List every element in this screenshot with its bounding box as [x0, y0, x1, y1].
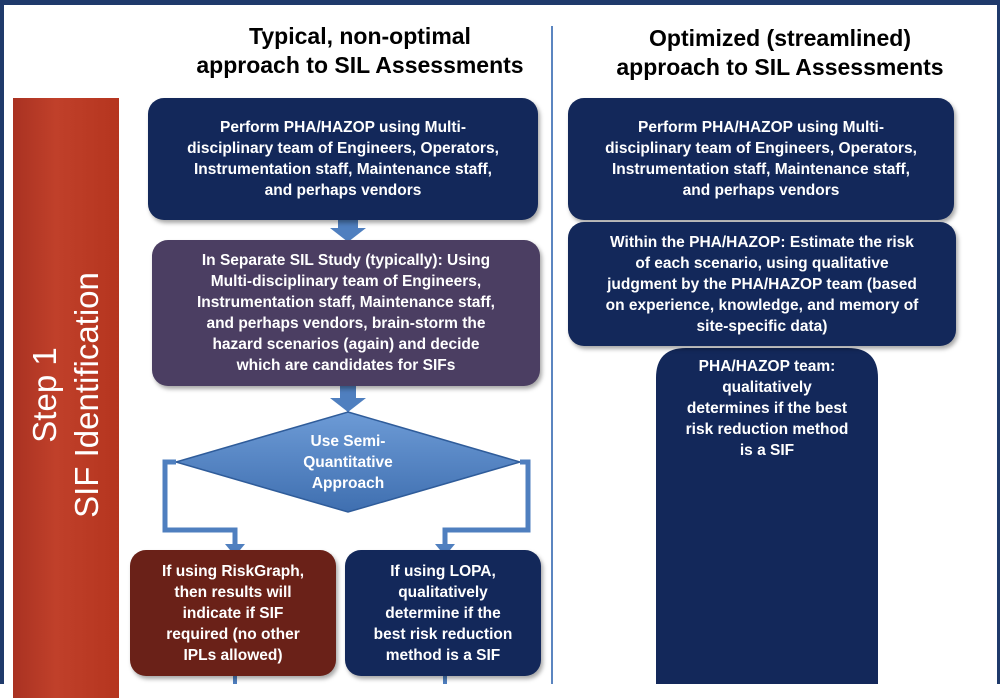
right-column-title: Optimized (streamlined) approach to SIL … — [616, 25, 944, 80]
team-box-shape — [656, 348, 878, 684]
arrow-pha-to-sil-study — [330, 220, 366, 242]
lopa-box: If using LOPA, qualitatively determine i… — [345, 550, 541, 676]
flow-connectors — [162, 220, 878, 684]
frame-left-border — [0, 0, 4, 684]
connector-right-branch — [442, 459, 531, 548]
decision-label: Use Semi- Quantitative Approach — [303, 433, 393, 492]
arrow-sil-study-to-decision — [330, 386, 366, 412]
sil-study-box: In Separate SIL Study (typically): Using… — [152, 240, 540, 386]
column-divider — [551, 26, 553, 684]
frame-right-border — [997, 0, 1000, 684]
right-pha-box: Perform PHA/HAZOP using Multi- disciplin… — [568, 98, 954, 220]
left-column-title: Typical, non-optimal approach to SIL Ass… — [196, 23, 524, 78]
riskgraph-box: If using RiskGraph, then results will in… — [130, 550, 336, 676]
left-pha-box: Perform PHA/HAZOP using Multi- disciplin… — [148, 98, 538, 220]
step-bar — [13, 98, 119, 698]
frame-top-border — [0, 0, 1000, 5]
estimate-risk-box: Within the PHA/HAZOP: Estimate the risk … — [568, 222, 956, 346]
team-determines-box: PHA/HAZOP team: qualitatively determines… — [685, 358, 849, 459]
connector-left-branch — [162, 459, 238, 548]
decision-diamond — [173, 411, 523, 513]
